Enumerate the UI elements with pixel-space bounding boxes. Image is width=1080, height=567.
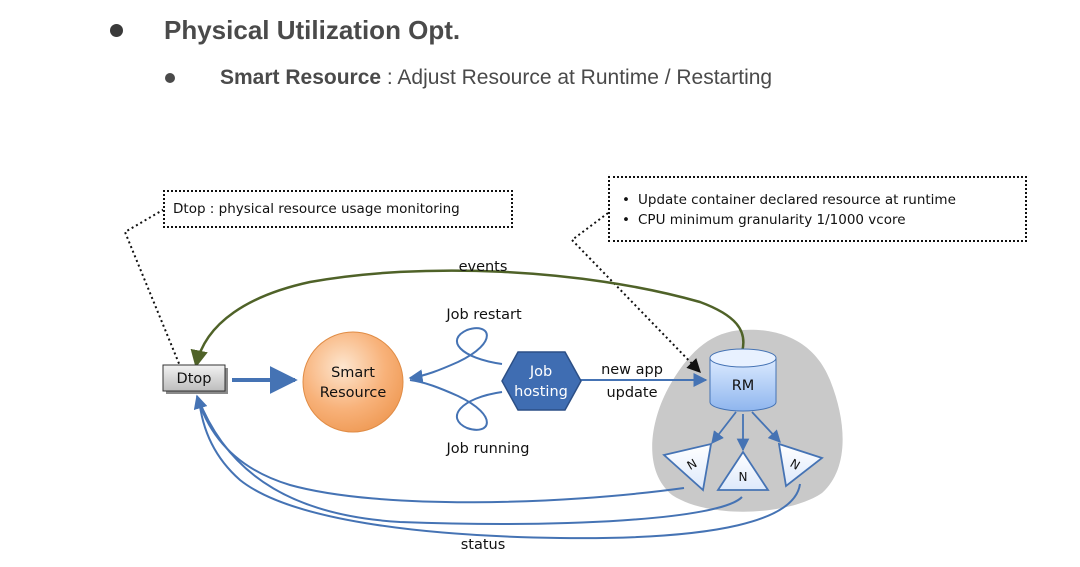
job-restart-label: Job restart: [445, 307, 522, 323]
events-label: events: [459, 259, 508, 275]
subheading-rest: : Adjust Resource at Runtime / Restartin…: [381, 66, 773, 89]
rm-to-node-edge: [751, 411, 781, 443]
dtop-callout-connector: [123, 206, 181, 367]
heading-bullet: Physical Utilization Opt.: [110, 15, 460, 45]
dtop-callout: Dtop : physical resource usage monitorin…: [163, 190, 513, 228]
subheading-bold: Smart Resource: [220, 66, 382, 89]
bullet-dot: [110, 23, 123, 37]
subheading: Smart Resource : Adjust Resource at Runt…: [220, 66, 772, 90]
worker-node: N: [716, 450, 770, 491]
page-title: Physical Utilization Opt.: [164, 14, 461, 45]
rm-callout: Update container declared resource at ru…: [608, 176, 1027, 242]
status-edge: [197, 397, 743, 525]
node-label: N: [739, 470, 748, 484]
rm-callout-item: Update container declared resource at ru…: [622, 190, 1025, 210]
new-app-label: new app: [601, 362, 663, 378]
bullet-dot: [165, 73, 175, 83]
status-edge: [198, 397, 801, 540]
smart-resource-label-2: Resource: [320, 385, 387, 401]
rm-callout-connector: [570, 209, 701, 374]
rm-node: RM: [709, 348, 777, 412]
dtop-node: Dtop: [162, 364, 228, 394]
worker-node: N: [662, 442, 713, 492]
worker-node: N: [777, 442, 824, 488]
rm-to-node-edge: [711, 411, 737, 444]
smart-resource-node: Smart Resource: [302, 331, 404, 433]
job-hosting-label-2: hosting: [514, 384, 568, 400]
events-edge: [190, 269, 745, 368]
job-hosting-label-1: Job: [529, 364, 552, 380]
status-label: status: [461, 537, 506, 553]
rm-label: RM: [732, 378, 755, 394]
smart-resource-label-1: Smart: [331, 365, 375, 381]
update-label: update: [606, 385, 657, 401]
rm-callout-item: CPU minimum granularity 1/1000 vcore: [622, 210, 1025, 230]
job-restart-edge: [408, 327, 503, 384]
job-running-edge: [409, 379, 503, 431]
dtop-label: Dtop: [177, 371, 212, 387]
job-running-label: Job running: [446, 441, 530, 457]
subheading-bullet: Smart Resource : Adjust Resource at Runt…: [165, 64, 772, 92]
job-hosting-node: Job hosting: [501, 351, 582, 411]
